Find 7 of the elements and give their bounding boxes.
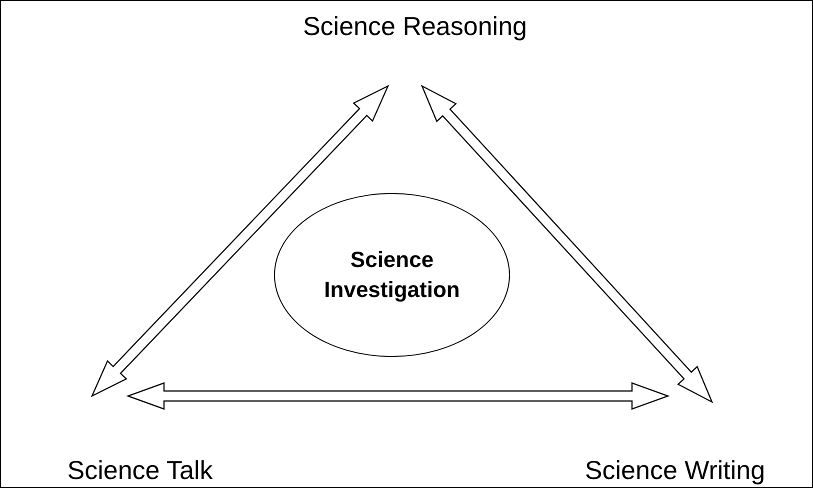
node-label: Science Reasoning xyxy=(300,6,530,46)
node-label: Science Writing xyxy=(550,450,800,488)
node-label: Science Talk xyxy=(40,450,240,488)
double-arrow xyxy=(126,382,670,410)
double-arrow xyxy=(420,84,714,404)
double-arrow xyxy=(90,84,390,398)
node-label: Science Investigation xyxy=(323,246,461,304)
